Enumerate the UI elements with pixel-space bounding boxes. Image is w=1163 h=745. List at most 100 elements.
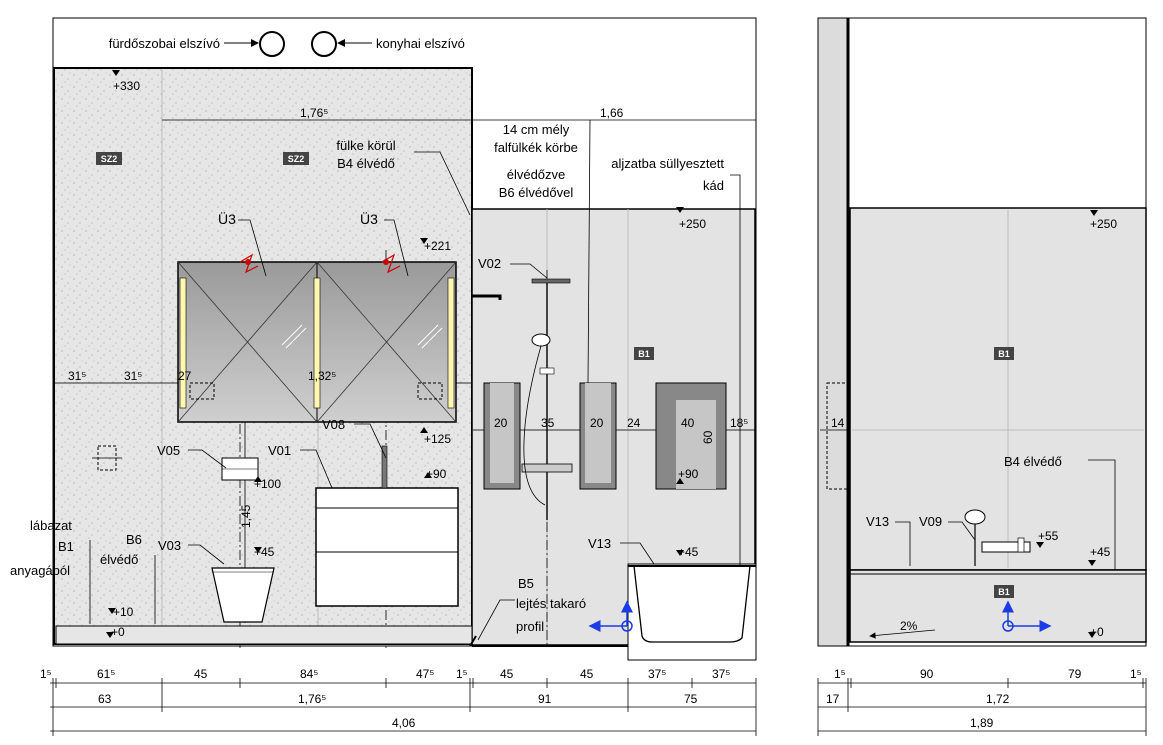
level-label: +250 [1090,217,1117,231]
dim-label: 4,06 [392,716,416,730]
led-strip [313,277,321,409]
dim-label: 1,66 [600,106,624,120]
tag-b1: B1 [638,349,650,359]
wall-niche-note: élvédőzve [507,167,566,182]
level-label: +45 [254,545,275,559]
dim-label: 1,45 [239,504,253,528]
dim-label: 17 [826,692,840,706]
dim-label: 45 [580,667,594,681]
dim-label: 24 [627,416,641,430]
level-label: +100 [254,477,281,491]
dim-label: 37⁵ [648,667,666,681]
dimension-chains [50,678,1147,736]
led-strip [447,277,455,409]
tub-note: aljzatba süllyesztett [611,156,724,171]
dim-label: 1,32⁵ [308,369,336,383]
fans: fürdőszobai elszívó konyhai elszívó [109,31,465,57]
b5-note: profil [516,619,544,634]
dim-label: 1,89 [970,716,994,730]
callout-v03: V03 [158,538,181,553]
tag-b1: B1 [998,587,1010,597]
dim-label: 18⁵ [730,416,748,430]
plinth-note: lábazat [30,518,72,533]
plinth [55,625,473,645]
right-elevation [817,17,1147,647]
dim-label: 31⁵ [68,369,86,383]
callout-u3: Ü3 [218,210,236,227]
dim-label: 20 [590,416,604,430]
level-label: +125 [424,432,451,446]
level-label: +45 [678,545,699,559]
dim-label: 31⁵ [124,369,142,383]
socket-dot-icon [245,259,251,265]
niche-note: fülke körül [336,138,395,153]
tub-note: kád [703,178,724,193]
dim-label: 75 [684,692,698,706]
shower-set [521,278,573,520]
slope-label: 2% [900,619,918,633]
bathroom-fan-icon [259,31,285,57]
dim-label: 79 [1068,667,1082,681]
level-label: +45 [1090,545,1111,559]
dim-label: 84⁵ [300,667,318,681]
dim-label: 1⁵ [834,667,846,681]
level-label: +250 [679,217,706,231]
led-strip [179,277,187,409]
dim-label: 1⁵ [1130,667,1142,681]
dim-label: 1,76⁵ [300,106,328,120]
bathroom-fan-label: fürdőszobai elszívó [109,36,220,51]
faucet [381,445,388,489]
origin-axes-icon [588,600,633,632]
dim-label: 1⁵ [456,667,468,681]
callout-v05: V05 [157,443,180,458]
level-label: +90 [426,467,447,481]
callout-v13: V13 [588,536,611,551]
level-label: +0 [111,625,125,639]
niche-note: B4 élvédő [337,156,395,171]
dim-label: 35 [541,416,555,430]
plinth-note: B1 [58,539,74,554]
dim-label: 63 [98,692,112,706]
callout-v02: V02 [478,256,501,271]
b6-note: B6 [126,532,142,547]
wall-niche-note: 14 cm mély [503,122,570,137]
b4-note-right: B4 élvédő [1004,454,1062,469]
wall-niche-note: B6 élvédővel [499,185,574,200]
level-label: +55 [1038,529,1059,543]
level-label: +0 [1090,625,1104,639]
mirror-cabinet [177,253,457,423]
kitchen-fan-label: konyhai elszívó [376,36,465,51]
b5-note: B5 [518,576,534,591]
level-label: +221 [424,239,451,253]
tag-sz2: SZ2 [101,154,118,164]
spout [472,294,502,300]
tag-b1: B1 [998,349,1010,359]
dim-label: 91 [538,692,552,706]
level-label: +90 [678,467,699,481]
dim-label: 14 [831,416,845,430]
leader-lines [89,119,741,641]
dim-label: 20 [494,416,508,430]
dim-label: 1,76⁵ [298,692,326,706]
sink-cabinet [315,445,459,607]
socket-dot-icon [383,259,389,265]
b5-note: lejtés takaró [516,596,586,611]
wall-niche-note: falfülkék körbe [494,140,578,155]
dim-label: 60 [701,430,715,444]
dim-label: 90 [920,667,934,681]
right-tub-front [849,569,1147,643]
labels: SZ2 SZ2 B1 B1 B1 +330 +250 +250 +221 +12… [10,79,1142,730]
callout-u3: Ü3 [360,210,378,227]
tag-sz2: SZ2 [288,154,305,164]
callout-v01: V01 [268,443,291,458]
bathtub [627,563,757,661]
left-elevation: fürdőszobai elszívó konyhai elszívó [52,17,757,661]
callout-v08: V08 [322,417,345,432]
callout-v13: V13 [866,514,889,529]
level-markers [106,70,684,638]
wall-niches [483,382,727,490]
level-label: +330 [113,79,140,93]
callout-v09: V09 [919,514,942,529]
dim-label: 27 [178,369,192,383]
